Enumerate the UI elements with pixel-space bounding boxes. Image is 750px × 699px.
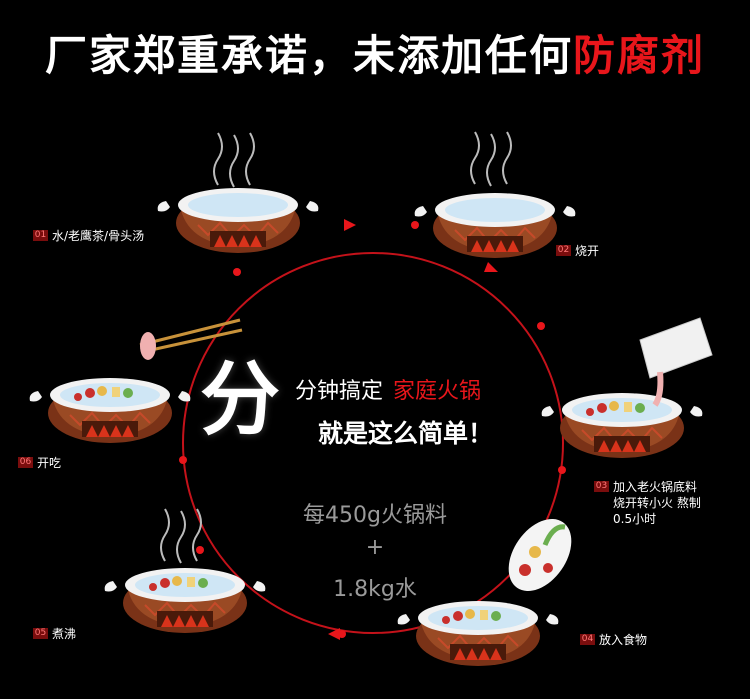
hotpot-pot-icon [396,600,560,667]
step-06: 06 开吃 [18,455,61,471]
step-text: 放入食物 [599,633,648,647]
circle-dot [558,466,566,474]
step-number: 01 [33,230,48,241]
seasoning-packet-icon [639,317,713,407]
headline-main: 厂家郑重承诺，未添加任何 [44,31,573,80]
headline: 厂家郑重承诺，未添加任何防腐剂 [0,22,750,83]
arrow-icon [328,628,340,640]
chopsticks-icon [139,318,243,360]
step-text: 水/老鹰茶/骨头汤 [52,229,145,243]
step-text: 煮沸 [52,627,77,641]
circle-dot [196,546,204,554]
arrow-icon [344,219,356,231]
hotpot-pot-icon [413,131,577,259]
center-line1-highlight: 家庭火锅 [393,379,482,404]
headline-accent: 防腐剂 [573,31,706,80]
circle-dot [233,268,241,276]
circle-dot [411,221,419,229]
step-03: 03 加入老火锅底料 烧开转小火 熬制 0.5小时 [594,479,701,527]
hotpot-pot-icon [103,508,267,634]
mix-line2: + [365,535,385,560]
step-05: 05 煮沸 [33,626,76,642]
circle-dot [537,322,545,330]
center-line1-text: 分钟搞定 [295,379,384,404]
step-01: 01 水/老鹰茶/骨头汤 [33,228,144,244]
center-big-char: 分 [200,353,280,446]
hotpot-pot-icon [540,392,704,459]
step-02: 02 烧开 [556,243,599,259]
food-plate-icon [508,518,572,592]
step-text: 加入老火锅底料 烧开转小火 熬制 0.5小时 [613,480,701,526]
center-line2: 就是这么简单！ [318,419,494,448]
process-circle [182,252,564,634]
step-number: 06 [18,457,33,468]
circle-dot [338,630,346,638]
mix-line3: 1.8kg水 [333,577,417,602]
step-number: 02 [556,245,571,256]
step-number: 03 [594,481,609,492]
step-number: 05 [33,628,48,639]
circle-dot [179,456,187,464]
center-line1: 分钟搞定家庭火锅 [295,373,481,405]
step-text: 烧开 [575,244,600,258]
step-text: 开吃 [37,456,62,470]
mix-line1: 每450g火锅料 [303,503,447,528]
hotpot-pot-icon [28,377,192,444]
step-04: 04 放入食物 [580,632,647,648]
hotpot-pot-icon [156,132,320,254]
step-number: 04 [580,634,595,645]
arrow-icon [484,262,498,272]
